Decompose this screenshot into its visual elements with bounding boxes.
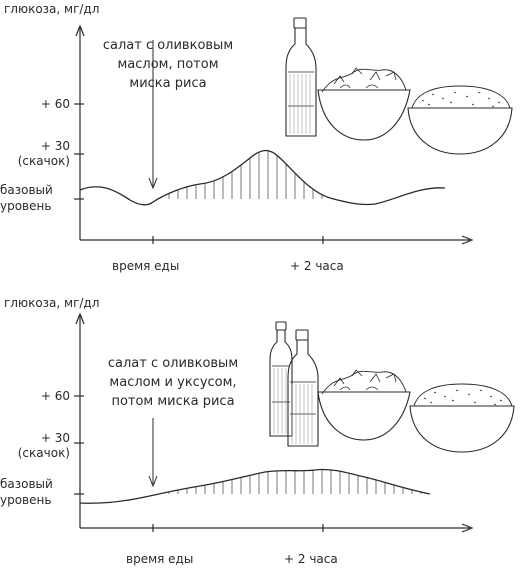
- y-label-base-line1: базовый: [0, 477, 53, 491]
- y-label-base-line1: базовый: [0, 183, 53, 197]
- y-axis-arrowhead: [75, 24, 85, 37]
- x-axis-arrowhead: [461, 523, 474, 533]
- y-axis-arrowhead: [75, 312, 85, 325]
- meal-annotation: салат с оливковым маслом и уксусом, пото…: [88, 354, 258, 411]
- y-label-spike: (скачок): [17, 446, 70, 460]
- annotation-line: маслом, потом: [117, 57, 219, 72]
- x-axis-arrowhead: [461, 235, 474, 245]
- y-label-base-line2: уровень: [0, 199, 52, 213]
- y-label-plus-60: + 60: [40, 389, 70, 403]
- x-label-meal-time: время еды: [126, 552, 194, 566]
- annotation-line: салат с оливковым: [102, 38, 234, 53]
- y-axis-title: глюкоза, мг/дл: [4, 2, 100, 16]
- curve-hatching: [168, 469, 422, 494]
- glucose-curve: [79, 149, 446, 206]
- salad-bowl-icon: [317, 67, 411, 141]
- meal-annotation: салат с оливковым маслом, потом миска ри…: [88, 36, 248, 93]
- y-label-plus-60: + 60: [40, 97, 70, 111]
- rice-bowl-icon: [407, 85, 513, 155]
- chart-panel-olive-oil-vinegar: глюкоза, мг/дл + 60 + 30 (скачок) базовы…: [0, 286, 521, 573]
- food-illustration: [269, 321, 515, 453]
- x-label-plus-2h: + 2 часа: [284, 552, 338, 566]
- x-label-meal-time: время еды: [112, 259, 180, 273]
- rice-bowl-icon: [409, 383, 515, 453]
- salad-bowl-icon: [317, 369, 411, 441]
- annotation-line: маслом и уксусом,: [109, 375, 237, 390]
- y-label-spike: (скачок): [17, 154, 70, 168]
- chart-area: [74, 24, 474, 245]
- chart-panel-olive-oil: глюкоза, мг/дл + 60 + 30 (скачок) базовы…: [0, 0, 521, 286]
- glucose-curve: [79, 468, 431, 504]
- y-label-plus-30: + 30: [40, 431, 70, 445]
- olive-oil-bottle-icon: [285, 17, 317, 137]
- vinegar-bottle-icon: [269, 321, 293, 437]
- food-illustration: [285, 17, 513, 155]
- y-axis-title: глюкоза, мг/дл: [4, 296, 100, 310]
- curve-hatching: [159, 150, 323, 199]
- olive-oil-bottle-icon: [287, 329, 319, 447]
- chart-area: [74, 312, 474, 533]
- annotation-line: салат с оливковым: [107, 356, 239, 371]
- x-label-plus-2h: + 2 часа: [290, 259, 344, 273]
- y-label-plus-30: + 30: [40, 139, 70, 153]
- y-label-base-line2: уровень: [0, 493, 52, 507]
- meal-arrow-head: [148, 177, 158, 190]
- annotation-line: потом миска риса: [111, 394, 235, 409]
- annotation-line: миска риса: [129, 76, 207, 91]
- meal-arrow-head: [148, 475, 158, 488]
